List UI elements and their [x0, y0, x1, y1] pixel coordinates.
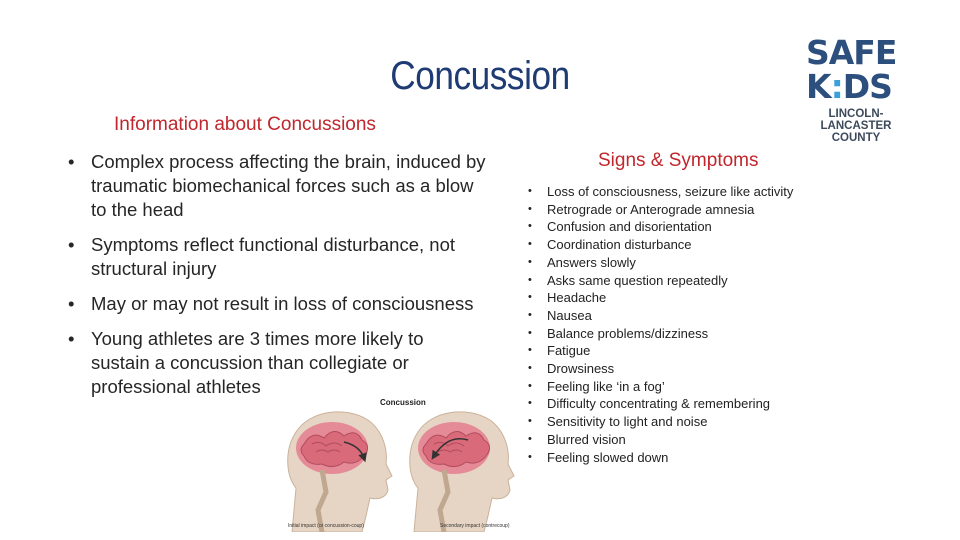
symptom-item: Blurred vision: [528, 431, 793, 449]
logo-safe-text: SAFE: [806, 33, 897, 72]
figure-label-secondary: Secondary impact (contrecoup): [440, 523, 510, 529]
info-bullet: May or may not result in loss of conscio…: [66, 292, 486, 316]
logo-kids-text: K:DS: [806, 67, 893, 106]
symptom-item: Difficulty concentrating & remembering: [528, 395, 793, 413]
symptom-item: Fatigue: [528, 342, 793, 360]
info-bullet: Complex process affecting the brain, ind…: [66, 150, 486, 222]
head-secondary-impact: [409, 411, 515, 533]
info-bullet-list: Complex process affecting the brain, ind…: [66, 150, 486, 410]
info-bullet: Young athletes are 3 times more likely t…: [66, 327, 486, 399]
info-bullet: Symptoms reflect functional disturbance,…: [66, 233, 486, 281]
symptom-item: Headache: [528, 289, 793, 307]
concussion-heads-illustration: [287, 411, 515, 533]
symptom-item: Coordination disturbance: [528, 236, 793, 254]
symptom-item: Sensitivity to light and noise: [528, 413, 793, 431]
symptom-item: Feeling slowed down: [528, 449, 793, 467]
section-subtitle: Information about Concussions: [114, 114, 376, 135]
symptom-item: Drowsiness: [528, 360, 793, 378]
signs-symptoms-heading: Signs & Symptoms: [598, 150, 759, 171]
safe-kids-logo: SAFE K:DS LINCOLN- LANCASTER COUNTY: [806, 33, 910, 145]
symptom-item: Balance problems/dizziness: [528, 325, 793, 343]
symptom-item: Nausea: [528, 307, 793, 325]
head-initial-impact: [287, 411, 393, 533]
logo-county-text: LINCOLN- LANCASTER COUNTY: [820, 108, 892, 144]
concussion-illustration: Concussion Initial impact (or concussion…: [282, 392, 518, 533]
figure-caption: Concussion: [380, 398, 426, 407]
figure-label-initial: Initial impact (or concussion-coup): [288, 523, 364, 529]
symptom-item: Feeling like ‘in a fog’: [528, 378, 793, 396]
symptom-item: Retrograde or Anterograde amnesia: [528, 201, 793, 219]
symptom-item: Answers slowly: [528, 254, 793, 272]
symptom-list: Loss of consciousness, seizure like acti…: [528, 183, 793, 466]
page-title: Concussion: [390, 54, 570, 98]
symptom-item: Asks same question repeatedly: [528, 272, 793, 290]
symptom-item: Confusion and disorientation: [528, 218, 793, 236]
symptom-item: Loss of consciousness, seizure like acti…: [528, 183, 793, 201]
